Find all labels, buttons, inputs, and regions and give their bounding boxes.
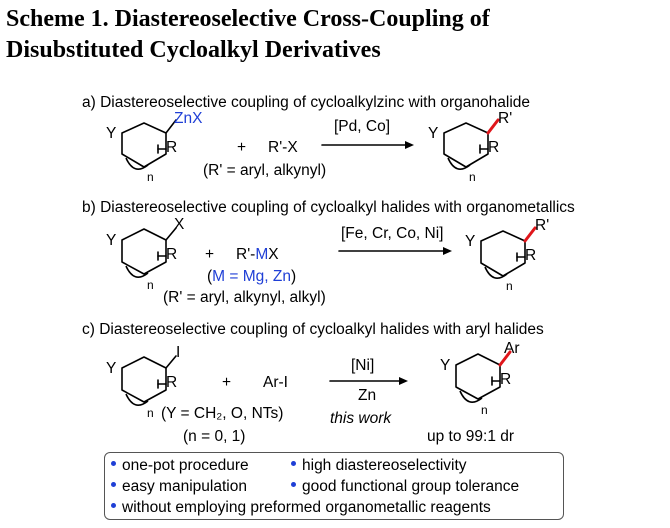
section-c-this-work: this work [330,410,392,427]
red-bonds [486,118,537,367]
scheme-title: Scheme 1. Diastereoselective Cross-Coupl… [6,4,666,66]
product-c-y-label: Y [440,357,451,374]
section-a-reagent: R'-X [268,139,298,156]
substrate-c-n-label: n [147,406,154,420]
substrate-c-i-label: I [176,344,181,361]
product-b-y-label: Y [465,233,476,250]
feature-item: without employing preformed organometall… [111,499,491,517]
bullet-dot-icon [111,482,116,488]
section-c-heading: c) Diastereoselective coupling of cycloa… [82,321,544,338]
section-a-catalyst: [Pd, Co] [334,118,390,135]
section-b-r-note: (R' = aryl, alkynyl, alkyl) [163,289,326,306]
section-c-n-note: (n = 0, 1) [183,428,246,445]
title-line-2: Disubstituted Cycloalkyl Derivatives [6,37,381,63]
section-b-metal-note: (M = Mg, Zn) [207,268,297,285]
reagent-b-metal: M [255,246,269,263]
section-c-plus: + [222,374,232,391]
section-c-catalyst: [Ni] [351,357,375,374]
substrate-a-znx-label: ZnX [174,110,203,127]
product-c-n-label: n [481,403,488,417]
ring-c-substrate [121,355,177,403]
bullet-dot-icon [111,461,116,467]
substrate-a-n-label: n [147,170,154,184]
ring-a-product [443,122,489,168]
product-a-rprime-label: R' [498,110,513,127]
substrate-a-r-label: R [166,139,178,156]
feature-item: good functional group tolerance [291,478,519,496]
reaction-arrows [321,144,447,382]
product-b-n-label: n [506,279,513,293]
substrate-b-n-label: n [147,278,154,292]
substrate-a-y-label: Y [106,125,117,142]
product-b-r-label: R [525,247,537,264]
substrate-b-r-label: R [166,246,178,263]
bullet-dot-icon [291,461,296,467]
section-c-y-note: (Y = CH₂, O, NTs) [161,405,284,422]
ring-c-product [455,353,501,400]
feature-item: high diastereoselectivity [291,457,467,475]
substrate-b-y-label: Y [106,232,117,249]
bullet-dot-icon [111,503,116,509]
feature-item: easy manipulation [111,478,247,496]
title-line-1: Scheme 1. Diastereoselective Cross-Coupl… [6,6,490,32]
section-b-catalyst: [Fe, Cr, Co, Ni] [341,225,444,242]
substrate-c-y-label: Y [106,360,117,377]
feature-item: one-pot procedure [111,457,249,475]
product-a-r-label: R [488,139,500,156]
product-a-n-label: n [469,170,476,184]
ring-a-substrate [121,119,177,168]
product-c-r-label: R [500,371,512,388]
substrate-c-r-label: R [166,374,178,391]
section-a-plus: + [237,139,247,156]
section-b-plus: + [205,246,215,263]
section-b-reagent: R'-MX [236,246,279,263]
product-b-rprime-label: R' [535,217,550,234]
product-a-y-label: Y [428,125,439,142]
section-c-reductant: Zn [358,387,377,404]
bullet-dot-icon [291,482,296,488]
section-a-heading: a) Diastereoselective coupling of cycloa… [82,94,531,111]
arrow-heads [399,141,452,385]
ring-b-product [480,230,526,277]
section-a-note: (R' = aryl, alkynyl) [203,162,327,179]
ring-b-substrate [121,227,177,275]
ring-bracket-arcs [125,157,508,406]
substrate-b-x-label: X [174,216,185,233]
features-box: one-pot procedure high diastereoselectiv… [104,452,564,520]
product-c-ar-label: Ar [504,340,520,357]
section-c-reagent: Ar-I [263,374,288,391]
section-c-dr: up to 99:1 dr [427,428,515,445]
section-b-heading: b) Diastereoselective coupling of cycloa… [82,199,575,216]
